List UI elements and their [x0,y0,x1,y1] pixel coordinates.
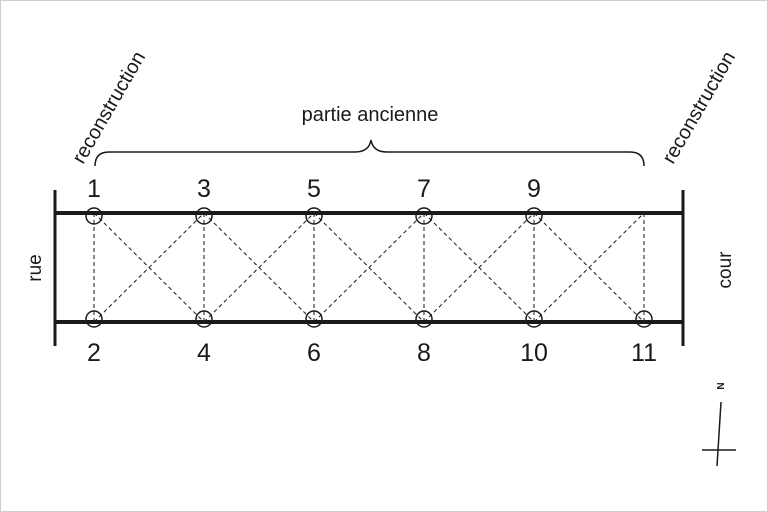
partie-ancienne-brace [94,139,645,167]
post-marker-4 [195,310,213,328]
post-marker-6 [305,310,323,328]
post-number-11: 11 [631,339,657,367]
post-marker-10 [525,310,543,328]
post-marker-11 [635,310,653,328]
post-number-9: 9 [527,175,541,203]
post-marker-1 [85,207,103,225]
post-markers [85,207,653,328]
post-number-8: 8 [417,339,431,367]
north-arrow-icon: N [702,382,736,467]
post-number-4: 4 [197,339,211,367]
post-marker-5 [305,207,323,225]
post-marker-2 [85,310,103,328]
post-marker-7 [415,207,433,225]
reconstruction-left-label: reconstruction [68,48,150,168]
rue-label: rue [25,254,46,281]
dashed-bracing [93,212,645,323]
post-marker-8 [415,310,433,328]
post-number-10: 10 [520,339,548,367]
post-number-5: 5 [307,175,321,203]
post-marker-9 [525,207,543,225]
north-label: N [716,382,727,389]
post-number-3: 3 [197,175,211,203]
partie-ancienne-label: partie ancienne [302,104,439,126]
post-number-1: 1 [87,175,101,203]
post-number-7: 7 [417,175,431,203]
cour-label: cour [715,251,736,289]
post-marker-3 [195,207,213,225]
post-number-2: 2 [87,339,101,367]
reconstruction-right-label: reconstruction [658,48,740,168]
post-number-6: 6 [307,339,321,367]
